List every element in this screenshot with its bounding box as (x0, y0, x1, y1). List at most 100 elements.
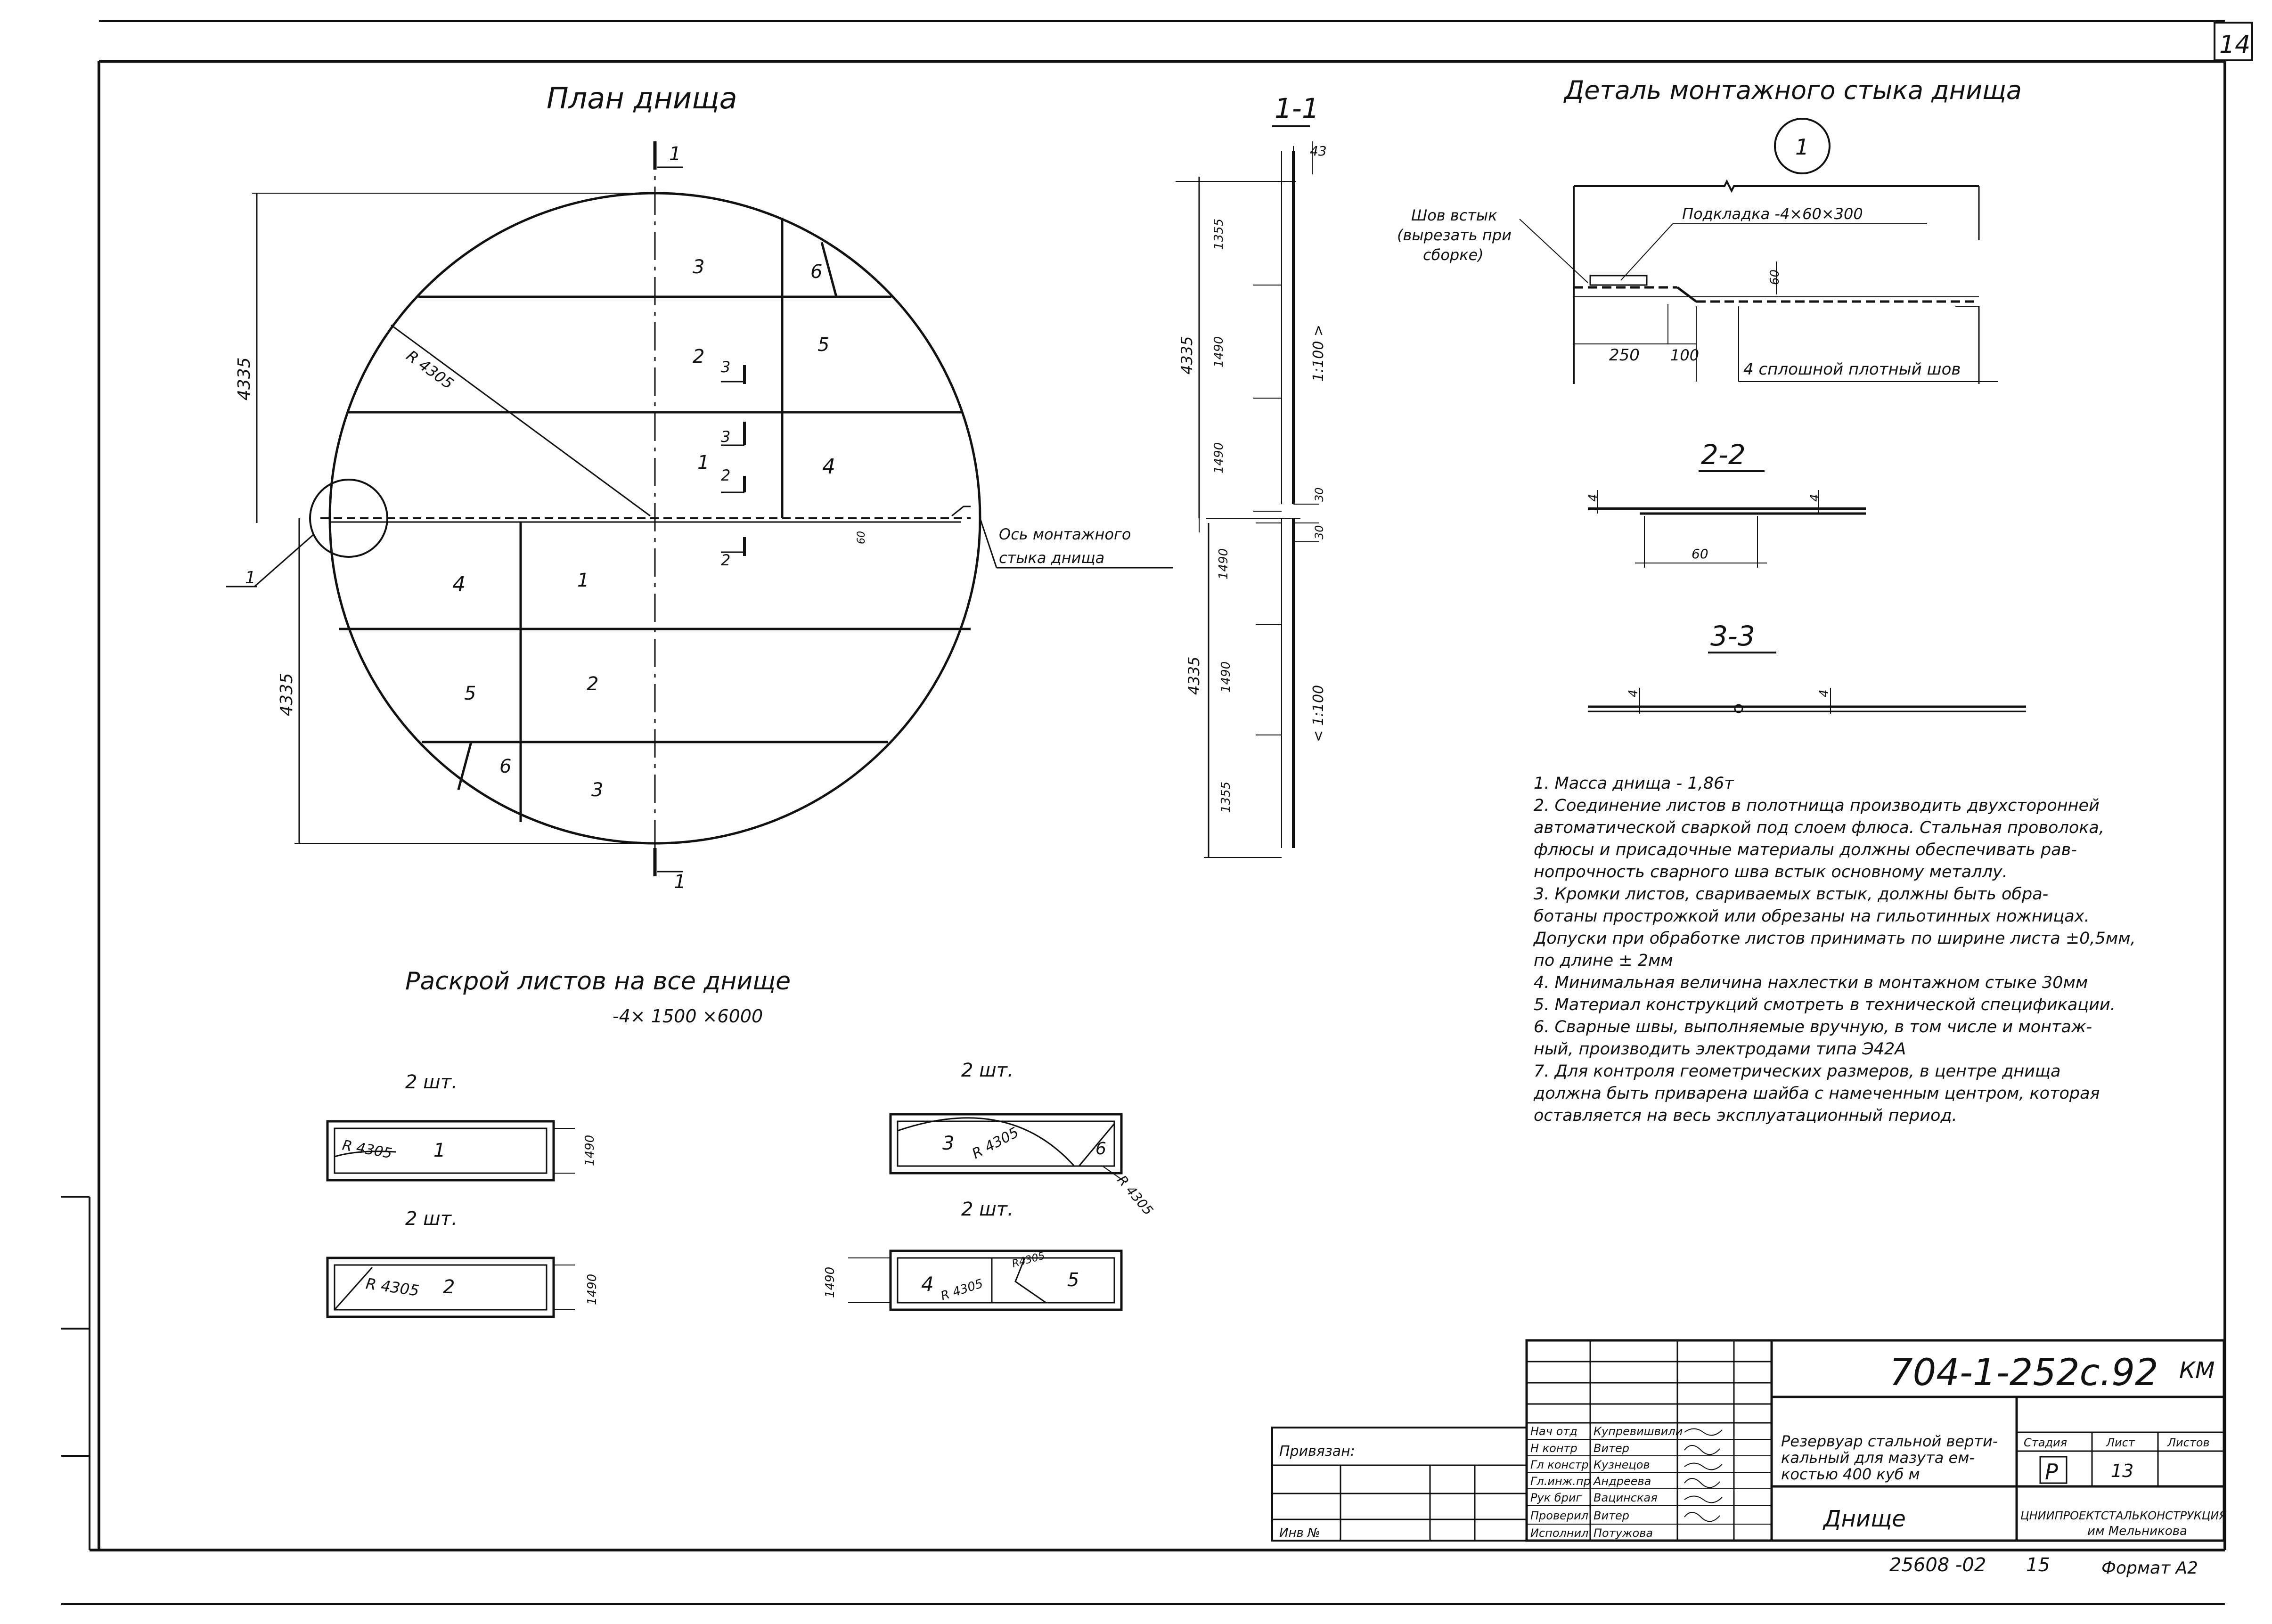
s11-total-upper: 4335 (1178, 336, 1196, 375)
tb-stage: Р (2045, 1459, 2058, 1485)
plan-sheet-2-mid: 2 (693, 346, 704, 367)
tb-binding: Привязан: (1279, 1443, 1355, 1460)
plan-sheet-2-lo: 2 (587, 673, 598, 695)
section11-title: 1-1 (1275, 92, 1319, 124)
note-line: 6. Сварные швы, выполняемые вручную, в т… (1534, 1018, 2092, 1036)
tb-names: Купревишвили Витер Кузнецов Андреева Вац… (1593, 1425, 1683, 1540)
note-line: автоматической сваркой под слоем флюса. … (1534, 818, 2104, 837)
s33-t1: 4 (1626, 689, 1641, 697)
tb-number: 25608 -02 (1889, 1554, 1986, 1576)
s11-d1355a: 1355 (1212, 219, 1226, 250)
plan-sheet-6-top: 6 (810, 261, 822, 283)
s11-d30a: 30 (1313, 487, 1326, 502)
detail-dim-100: 100 (1670, 346, 1699, 364)
plan-sheet-1-lo: 1 (577, 570, 589, 591)
sheet-frame (61, 20, 2253, 1605)
title-block-grid (1271, 1339, 2225, 1542)
tb-role-6: Исполнил (1530, 1526, 1589, 1540)
tb-name-3: Андреева (1593, 1475, 1651, 1488)
plan-cut-3b: 3 (721, 428, 730, 446)
plan-axis-line1: Ось монтажного (999, 525, 1131, 543)
note-line: по длине ± 2мм (1534, 951, 1673, 970)
cutting-qty-3: 2 шт. (961, 1060, 1013, 1081)
tb-role-1: Н контр (1530, 1442, 1577, 1455)
s22-t1: 4 (1586, 494, 1601, 502)
strip1-number: 1 (433, 1140, 445, 1161)
plan-axis-line2: стыка днища (999, 549, 1104, 567)
tb-org-2: им Мельникова (2087, 1524, 2187, 1538)
tb-name-1: Витер (1594, 1442, 1629, 1455)
strip4-radius: R 4305 (939, 1277, 985, 1304)
plan-title: План днища (547, 81, 737, 115)
strip4-width: 1490 (823, 1267, 837, 1298)
tb-mark: КМ (2179, 1357, 2215, 1384)
note-line: флюсы и присадочные материалы должны обе… (1534, 841, 2077, 859)
tb-name-5: Витер (1594, 1509, 1629, 1522)
tb-drawing-title: Днище (1823, 1506, 1906, 1532)
detail-number: 1 (1795, 134, 1809, 160)
s22-t2: 4 (1808, 494, 1822, 502)
tb-stage-head: Стадия (2024, 1436, 2067, 1449)
detail-weld-1: Шов встык (1411, 206, 1497, 224)
notes: 1. Масса днища - 1,86т 2. Соединение лис… (1534, 773, 2222, 1127)
tb-roles: Нач отд Н контр Гл констр Гл.инж.пр Рук … (1530, 1425, 1591, 1540)
note-line: 4. Минимальная величина нахлестки в монт… (1534, 973, 2088, 992)
note-line: 1. Масса днища - 1,86т (1534, 774, 1734, 793)
s11-d1490d: 1490 (1219, 661, 1233, 693)
tb-project-3: костью 400 куб м (1781, 1465, 1920, 1483)
plan-dim-lower: 4335 (277, 673, 296, 716)
cutting-strip-1 (326, 1120, 575, 1182)
tb-format: Формат А2 (2101, 1559, 2198, 1578)
strip1-width: 1490 (583, 1135, 597, 1166)
tb-copy: 15 (2026, 1554, 2050, 1576)
strip3-number: 3 (942, 1133, 954, 1154)
note-line: нопрочность сварного шва встык основному… (1534, 863, 2008, 881)
tb-stage-box (2039, 1456, 2068, 1484)
tb-code: 704-1-252с.92 (1889, 1352, 2158, 1394)
plan-cut-3a: 3 (721, 358, 730, 376)
plan-sheet-5-mid: 5 (817, 334, 829, 356)
detail-weld-3: сборке) (1423, 246, 1484, 264)
strip3-radius-2: R 4305 (1114, 1172, 1156, 1218)
tb-role-0: Нач отд (1530, 1425, 1577, 1438)
plan-sheet-4-lo: 4 (452, 572, 466, 596)
section33-drawing (1588, 688, 2026, 714)
section11-drawing (1176, 141, 1319, 858)
tb-name-2: Кузнецов (1594, 1458, 1650, 1471)
cutting-strip-4 (848, 1249, 1123, 1311)
note-line: 3. Кромки листов, свариваемых встык, дол… (1534, 885, 2049, 904)
tb-role-5: Проверил (1530, 1509, 1588, 1522)
tb-role-3: Гл.инж.пр (1530, 1475, 1591, 1488)
plan-cut-bottom: 1 (674, 871, 686, 893)
s11-slope-lower: < 1:100 (1310, 685, 1327, 742)
tb-signatures (1684, 1428, 1723, 1522)
cutting-qty-2: 2 шт. (405, 1208, 458, 1230)
strip4-number: 4 (921, 1273, 934, 1296)
tb-role-4: Рук бриг (1530, 1491, 1582, 1504)
detail-marker (1774, 118, 1831, 174)
strip2-number: 2 (443, 1276, 455, 1298)
detail-weld-2: (вырезать при (1397, 226, 1512, 244)
detail-title: Деталь монтажного стыка днища (1563, 75, 2022, 105)
cutting-qty-1: 2 шт. (405, 1071, 458, 1093)
s11-d1490b: 1490 (1212, 442, 1226, 473)
note-line: 5. Материал конструкций смотреть в техни… (1534, 996, 2116, 1014)
cutting-strip-3 (889, 1113, 1127, 1183)
s33-t2: 4 (1817, 689, 1831, 697)
tb-sheet: 13 (2111, 1461, 2133, 1481)
note-line: ный, производить электродами типа Э42А (1534, 1040, 1906, 1059)
tb-project-2: кальный для мазута ем- (1781, 1449, 1975, 1467)
plan-drawing (226, 141, 1173, 876)
strip4-radius-2: R4305 (1011, 1250, 1046, 1270)
tb-name-4: Вацинская (1594, 1491, 1658, 1504)
strip2-width: 1490 (585, 1274, 599, 1305)
plan-cut-2b: 2 (721, 551, 730, 569)
cutting-subtitle: -4× 1500 ×6000 (613, 1006, 763, 1027)
section33-title: 3-3 (1710, 620, 1755, 652)
page-number: 14 (2219, 31, 2250, 59)
tb-inv: Инв № (1279, 1526, 1320, 1540)
plan-pointer-1: 1 (245, 568, 256, 588)
note-line: 7. Для контроля геометрических размеров,… (1534, 1062, 2061, 1081)
tb-role-2: Гл констр (1530, 1458, 1589, 1471)
